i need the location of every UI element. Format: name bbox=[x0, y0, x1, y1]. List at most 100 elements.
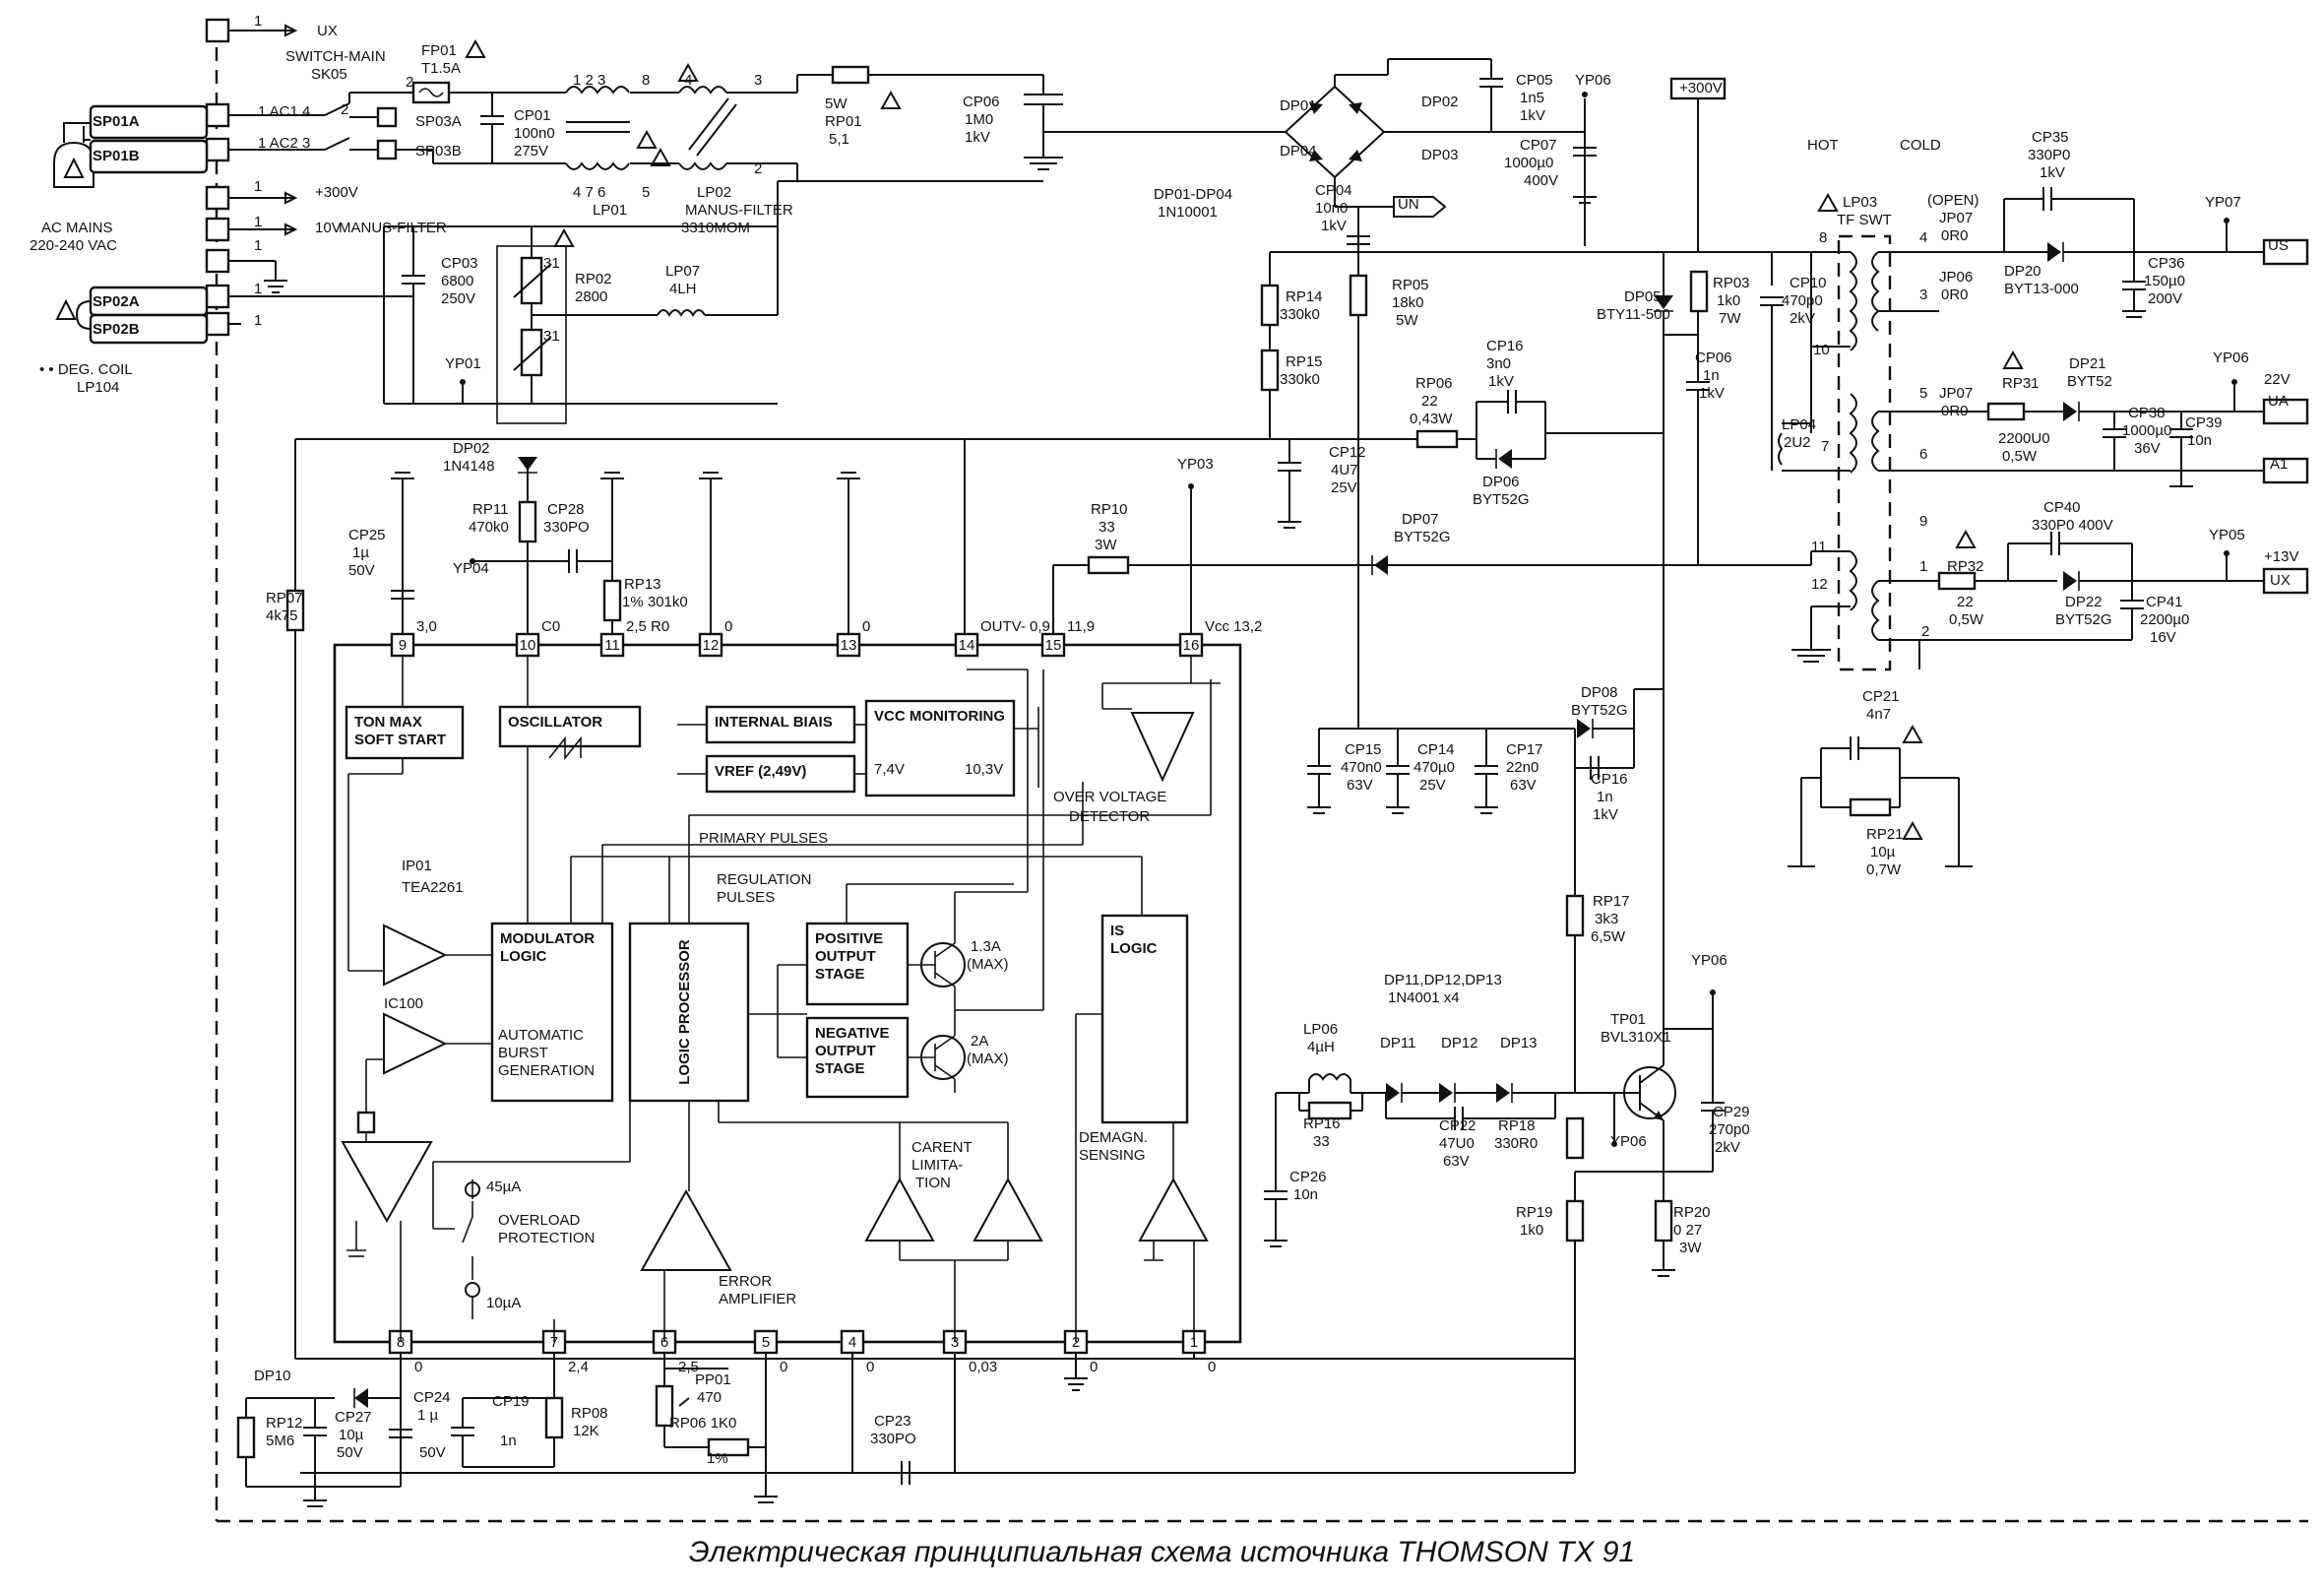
component-label: 1kV bbox=[1321, 218, 1347, 234]
component-label: 1n bbox=[1703, 367, 1720, 384]
ic-pin-number: 16 bbox=[1183, 637, 1200, 654]
component-label: 330P0 bbox=[2028, 147, 2070, 163]
component-label: 2kV bbox=[1715, 1139, 1740, 1156]
component-label: CP19 bbox=[492, 1393, 530, 1410]
component-label: 330P0 400V bbox=[2032, 517, 2113, 534]
component-label: RP19 bbox=[1516, 1204, 1553, 1221]
ic-pin-voltage: 0,03 bbox=[969, 1359, 997, 1375]
component-label: 1n bbox=[1597, 789, 1613, 805]
component-label: RP03 bbox=[1713, 275, 1750, 291]
component-label: JP07 bbox=[1939, 210, 1973, 226]
component-label: 5M6 bbox=[266, 1433, 294, 1449]
ic-block-pos bbox=[805, 922, 910, 1006]
ic-pin-voltage: 2,5 bbox=[678, 1359, 699, 1375]
ic-pin-voltage: C0 bbox=[541, 618, 560, 635]
component-label: 1µ bbox=[352, 544, 369, 561]
component-label: 470k0 bbox=[469, 519, 509, 536]
component-label: 1k0 bbox=[1717, 292, 1740, 309]
component-label: FP01 bbox=[421, 42, 457, 59]
component-label: LP04 bbox=[1782, 416, 1816, 433]
component-label: 1k0 bbox=[1520, 1222, 1543, 1239]
component-label: ERROR bbox=[719, 1273, 772, 1290]
component-label: LP06 bbox=[1303, 1021, 1338, 1038]
component-label: 1kV bbox=[2040, 164, 2065, 181]
component-label: OVER VOLTAGE bbox=[1053, 789, 1166, 805]
component-label: IC100 bbox=[384, 995, 423, 1012]
component-label: RP06 bbox=[1415, 375, 1453, 392]
ic-pin-number: 14 bbox=[959, 637, 975, 654]
component-label: US bbox=[2268, 237, 2289, 254]
component-label: 1 AC2 3 bbox=[258, 135, 310, 152]
component-label: CP38 bbox=[2128, 405, 2166, 421]
ic-pin bbox=[698, 632, 723, 658]
component-label: AMPLIFIER bbox=[719, 1291, 796, 1307]
component-label: 12K bbox=[573, 1423, 599, 1439]
connector-label: SP01A bbox=[93, 113, 140, 130]
component-label: CP35 bbox=[2032, 129, 2069, 146]
component-label: PRIMARY PULSES bbox=[699, 830, 828, 847]
ic-pin-number: 3 bbox=[951, 1334, 959, 1351]
component-label: TEA2261 bbox=[402, 879, 464, 896]
component-label: RP20 bbox=[1673, 1204, 1711, 1221]
ic-bottom-components bbox=[236, 1353, 1195, 1507]
ic-pin-voltage: 0 bbox=[1090, 1359, 1098, 1375]
component-label: BYT52G bbox=[1571, 702, 1628, 719]
component-label: 2800 bbox=[575, 288, 607, 305]
component-label: (OPEN) bbox=[1927, 192, 1979, 209]
ic-block-vccmon bbox=[864, 699, 1016, 797]
ic-pin bbox=[599, 632, 625, 658]
component-label: 12 bbox=[1811, 576, 1828, 593]
component-label: GENERATION bbox=[498, 1062, 595, 1079]
ic-block-label: MODULATOR bbox=[500, 930, 595, 947]
ic-pin-number: 7 bbox=[550, 1334, 558, 1351]
component-label: 5 bbox=[1919, 385, 1927, 402]
component-label: IP01 bbox=[402, 858, 432, 874]
ic-block-osc bbox=[498, 705, 642, 748]
component-label: 1N4148 bbox=[443, 458, 495, 475]
component-label: 330PO bbox=[543, 519, 590, 536]
component-label: 47U0 bbox=[1439, 1135, 1475, 1152]
component-label: 330PO bbox=[870, 1431, 916, 1447]
component-label: 18k0 bbox=[1392, 294, 1424, 311]
component-label: 7,4V bbox=[874, 761, 905, 778]
component-label: RP17 bbox=[1593, 893, 1630, 910]
component-label: YP01 bbox=[445, 355, 481, 372]
component-label: 400V bbox=[1524, 172, 1558, 189]
component-label: 330k0 bbox=[1280, 371, 1320, 388]
component-label: 1000µ0 bbox=[1504, 155, 1553, 171]
ic-pin-number: 2 bbox=[1072, 1334, 1080, 1351]
component-label: DP21 bbox=[2069, 355, 2106, 372]
component-label: DP10 bbox=[254, 1368, 291, 1384]
ic-pin-number: 12 bbox=[703, 637, 720, 654]
component-label: RP14 bbox=[1286, 288, 1323, 305]
component-label: CP41 bbox=[2146, 594, 2183, 610]
component-label: 1kV bbox=[1593, 806, 1618, 823]
component-label: CP15 bbox=[1345, 741, 1382, 758]
component-label: 0,7W bbox=[1866, 861, 1902, 878]
component-label: CP06 bbox=[963, 94, 1000, 110]
component-label: 2 bbox=[754, 160, 762, 177]
ic-pin-voltage: 0 bbox=[866, 1359, 874, 1375]
component-label: CP24 bbox=[413, 1389, 451, 1406]
ic-pin-number: 4 bbox=[848, 1334, 856, 1351]
component-label: 270p0 bbox=[1709, 1121, 1750, 1138]
component-label: CP28 bbox=[547, 501, 585, 518]
component-label: PP01 bbox=[695, 1371, 731, 1388]
component-label: 0R0 bbox=[1941, 287, 1969, 303]
component-label: 10 bbox=[1813, 342, 1830, 358]
component-label: CARENT bbox=[911, 1139, 973, 1156]
component-label: 1% bbox=[707, 1450, 728, 1467]
component-label: 1 bbox=[254, 237, 262, 254]
component-label: SENSING bbox=[1079, 1147, 1146, 1164]
component-label: HOT bbox=[1807, 137, 1839, 154]
component-label: YP06 bbox=[1575, 72, 1611, 89]
component-label: 0,43W bbox=[1410, 411, 1453, 427]
ic-pin bbox=[836, 632, 861, 658]
component-label: (MAX) bbox=[967, 956, 1009, 973]
connector-label: SP01B bbox=[93, 148, 140, 164]
component-label: 2A bbox=[971, 1033, 988, 1050]
rectifier-section bbox=[797, 58, 1811, 264]
component-label: 8 bbox=[642, 72, 650, 89]
